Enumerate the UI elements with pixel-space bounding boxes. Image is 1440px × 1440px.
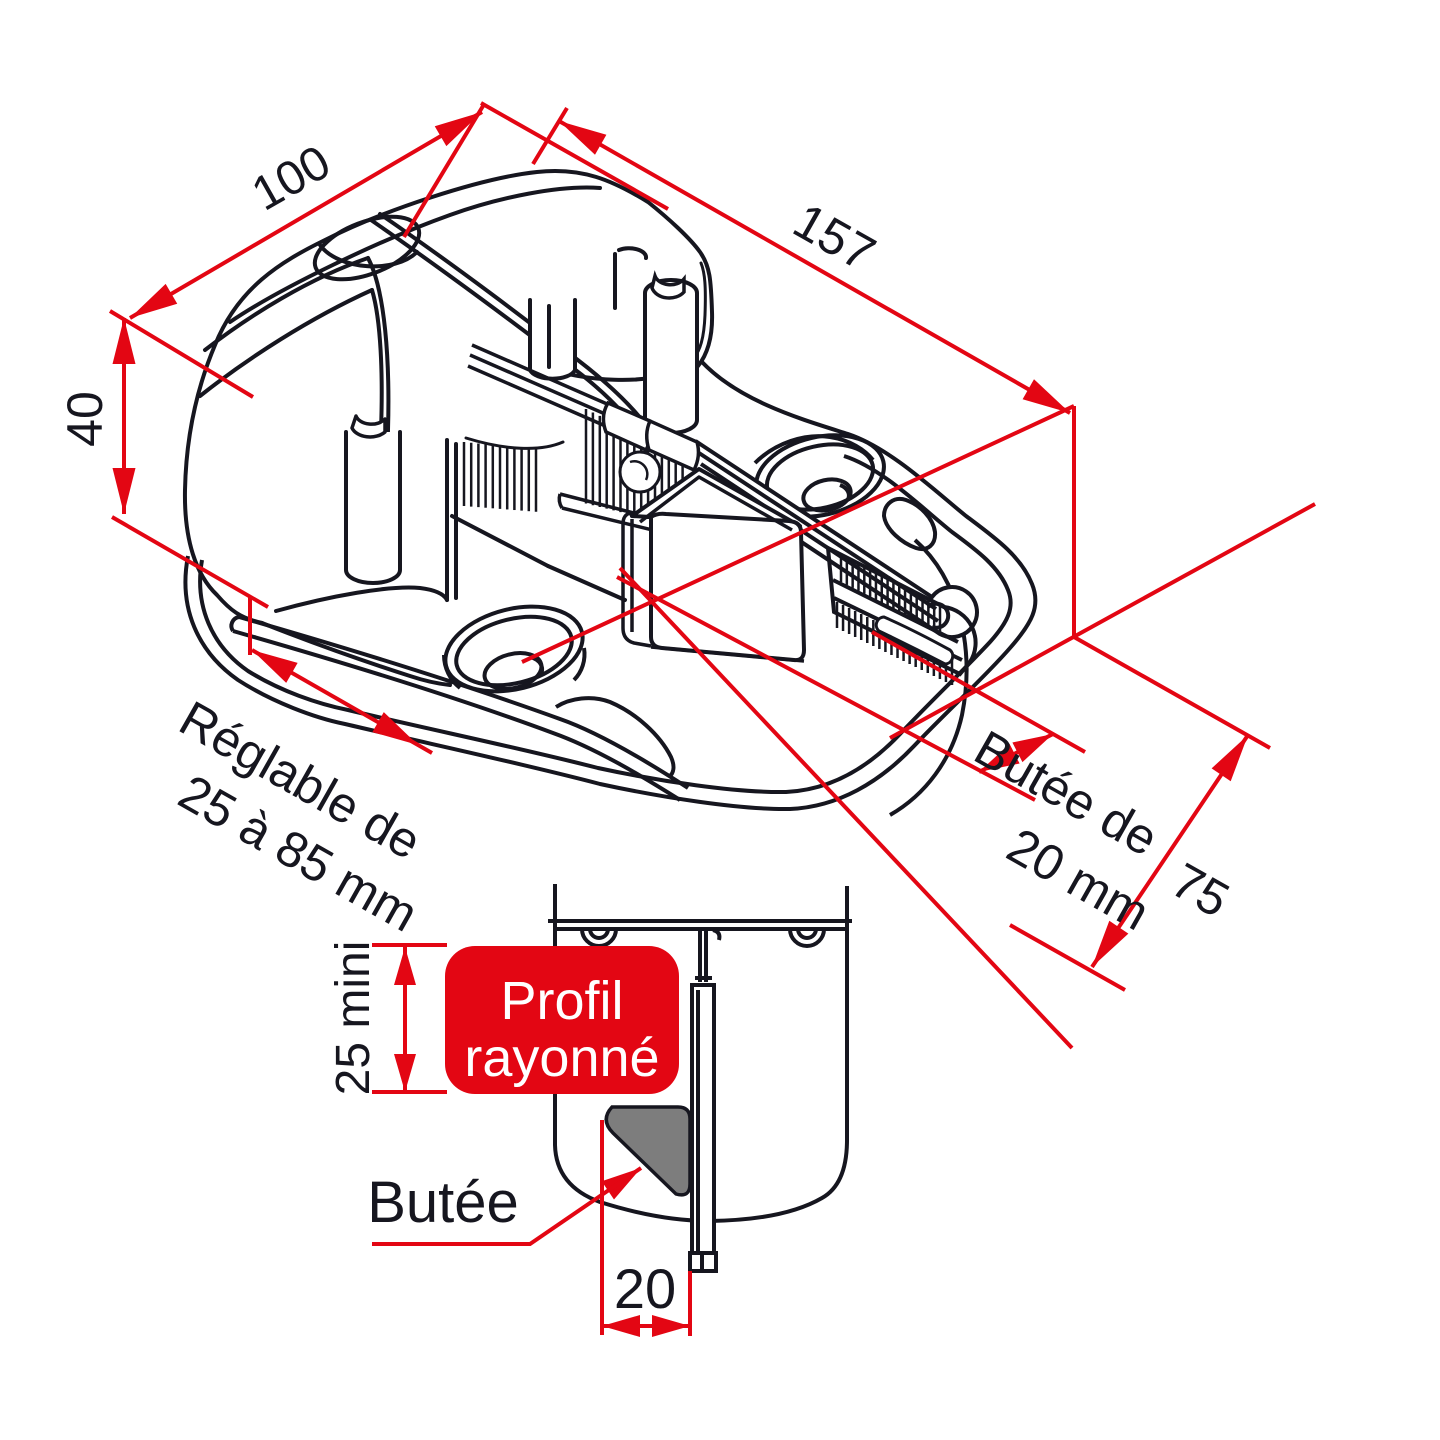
svg-text:157: 157 (784, 192, 884, 282)
svg-text:40: 40 (57, 391, 113, 447)
svg-text:Butée: Butée (367, 1170, 519, 1235)
svg-text:25 mini: 25 mini (327, 941, 380, 1096)
svg-text:Profil: Profil (500, 971, 623, 1031)
svg-text:75: 75 (1162, 852, 1238, 928)
svg-text:100: 100 (243, 136, 339, 222)
svg-text:rayonné: rayonné (464, 1028, 659, 1088)
svg-text:20: 20 (614, 1257, 676, 1320)
